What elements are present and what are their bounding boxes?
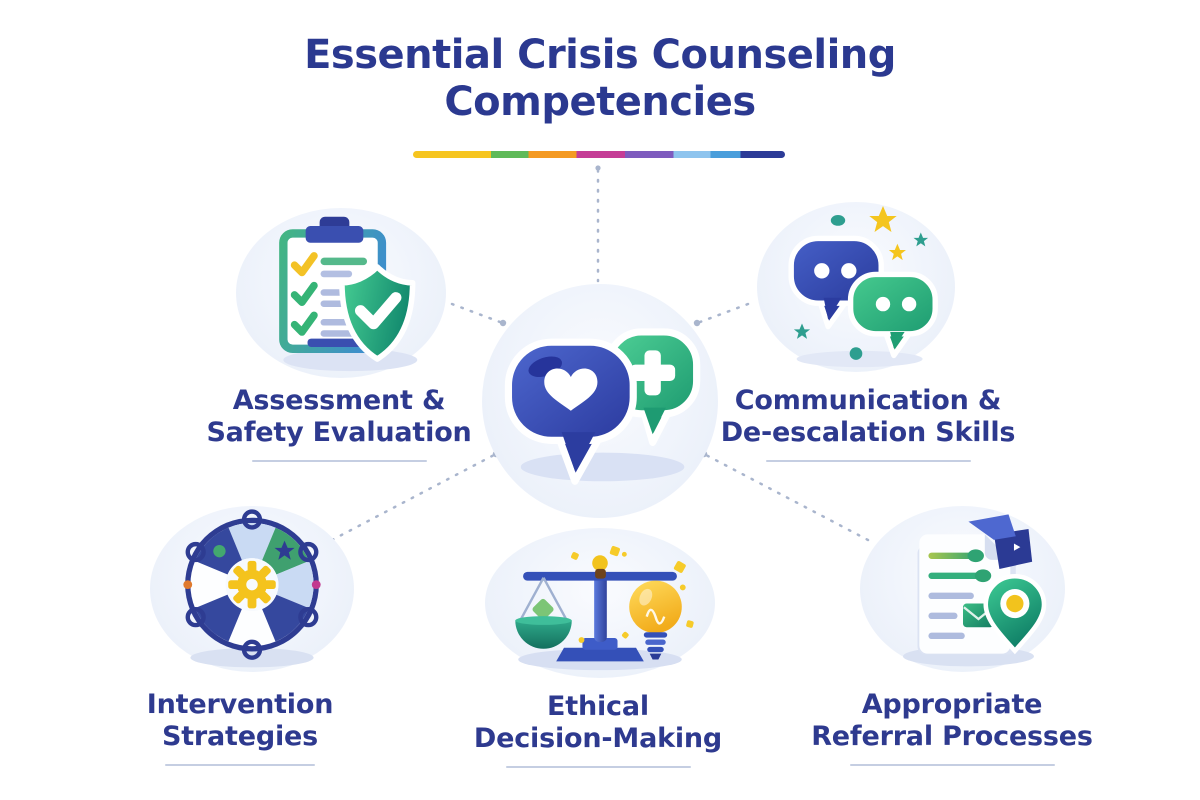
node-intervention — [150, 506, 354, 672]
accent-bar — [413, 151, 785, 158]
connector-referral — [704, 453, 870, 542]
label-line2: De-escalation Skills — [720, 417, 1016, 449]
node-communication — [757, 202, 955, 372]
node-assessment — [236, 208, 446, 378]
label-intervention: Intervention Strategies — [115, 689, 365, 766]
label-line1: Assessment & — [232, 385, 446, 416]
node-center — [482, 284, 718, 518]
sparkle-stars — [793, 206, 929, 360]
label-assessment: Assessment & Safety Evaluation — [189, 385, 489, 462]
location-pin — [982, 573, 1046, 655]
label-ethical: Ethical Decision-Making — [448, 691, 748, 768]
clipboard-checklist-shield-icon — [279, 216, 418, 372]
label-underline — [165, 763, 315, 766]
label-line2: Referral Processes — [811, 721, 1093, 753]
label-line1: Appropriate — [861, 689, 1043, 720]
label-communication: Communication & De-escalation Skills — [718, 385, 1018, 462]
blue-dots-bubble — [788, 235, 884, 330]
confetti — [571, 545, 694, 643]
balance-scale-lightbulb-icon — [515, 545, 694, 671]
blue-heart-bubble — [504, 338, 637, 485]
bookmark-arrow — [967, 514, 1032, 569]
node-ethical — [485, 528, 715, 678]
label-line2: Safety Evaluation — [206, 417, 472, 449]
lifebuoy-gear-icon — [183, 509, 321, 668]
gear — [228, 560, 276, 609]
page-title: Essential Crisis Counseling Competencies — [304, 32, 896, 126]
green-dots-bubble — [847, 271, 938, 359]
label-line1: Communication & — [734, 385, 1002, 416]
label-line1: Ethical — [547, 691, 649, 722]
label-line2: Strategies — [161, 721, 319, 753]
label-underline — [251, 459, 427, 462]
lightbulb — [629, 580, 682, 660]
node-referral — [860, 506, 1065, 672]
label-underline — [849, 763, 1055, 766]
label-underline — [505, 765, 691, 768]
conversation-bubbles-icon — [788, 206, 938, 368]
document-location-pin-icon — [902, 514, 1046, 667]
label-referral: Appropriate Referral Processes — [802, 689, 1102, 766]
rope-loops — [185, 509, 319, 660]
label-underline — [765, 459, 971, 462]
heart-plus-chat-bubbles-icon — [504, 327, 700, 485]
label-line2: Decision-Making — [473, 723, 723, 755]
label-line1: Intervention — [146, 689, 334, 720]
connector-intervention — [330, 453, 496, 542]
